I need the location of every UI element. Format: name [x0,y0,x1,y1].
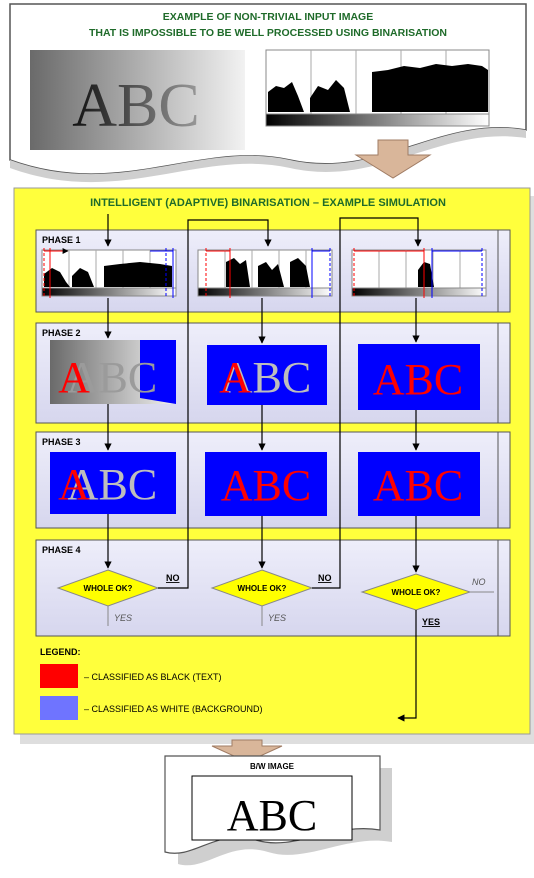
decision-2: WHOLE OK? NO YES [210,569,332,623]
input-image [30,50,245,150]
svg-text:A: A [219,353,251,402]
phase-2-label: PHASE 2 [42,328,81,338]
phase3-image-3: ABC [358,452,480,516]
phase2-image-1: ABC A [50,340,176,404]
phase3-text-2: ABC [221,461,311,510]
svg-text:A: A [58,353,90,402]
decision-1-yes: YES [114,613,132,623]
legend-title: LEGEND: [40,647,81,657]
phase-3-label: PHASE 3 [42,437,81,447]
input-title-line2: THAT IS IMPOSSIBLE TO BE WELL PROCESSED … [89,27,447,39]
phase-4-label: PHASE 4 [42,545,81,555]
legend-label-white: – CLASSIFIED AS WHITE (BACKGROUND) [84,704,263,714]
phase2-text-2: ABC [221,353,311,402]
input-title-line1: EXAMPLE OF NON-TRIVIAL INPUT IMAGE [163,11,373,23]
phase1-histogram-1 [41,248,177,298]
legend-swatch-black [40,664,78,688]
flow-arrow-top [354,139,432,179]
decision-2-yes: YES [268,613,286,623]
phase2-image-3: ABC [358,344,480,410]
svg-text:A: A [58,460,90,509]
phase3-image-1: ABC A [50,452,176,514]
phase3-image-2: ABC [205,452,327,516]
phase2-image-2: ABC A [207,345,327,405]
phase3-text-1: ABC [67,460,157,509]
flow-lines-gray [107,591,494,626]
decision-3: WHOLE OK? NO YES [360,573,486,627]
flow-arrow-bottom [211,739,283,763]
decision-1-no: NO [166,573,180,583]
output-image-text: ABC [227,791,317,840]
input-document: EXAMPLE OF NON-TRIVIAL INPUT IMAGE THAT … [9,3,527,183]
legend: LEGEND: – CLASSIFIED AS BLACK (TEXT) – C… [40,647,263,720]
legend-label-black: – CLASSIFIED AS BLACK (TEXT) [84,672,222,682]
phase1-histogram-3 [351,248,487,298]
phase1-histogram-2 [197,248,333,298]
phase2-text-1: ABC [67,353,157,402]
decision-3-question: WHOLE OK? [392,588,441,597]
phase-1-label: PHASE 1 [42,235,81,245]
legend-swatch-white [40,696,78,720]
flow-lines [104,214,422,722]
decision-2-question: WHOLE OK? [238,584,287,593]
decision-1-question: WHOLE OK? [84,584,133,593]
decision-3-yes: YES [422,617,440,627]
decision-3-no: NO [472,577,486,587]
phase2-text-3: ABC [373,355,463,404]
output-title: B/W IMAGE [250,762,295,771]
main-panel-title: INTELLIGENT (ADAPTIVE) BINARISATION – EX… [90,197,446,209]
output-document: B/W IMAGE ABC [164,755,392,866]
input-image-text: ABC [72,72,199,140]
input-histogram [265,49,490,127]
phase3-text-3: ABC [373,461,463,510]
decision-2-no: NO [318,573,332,583]
